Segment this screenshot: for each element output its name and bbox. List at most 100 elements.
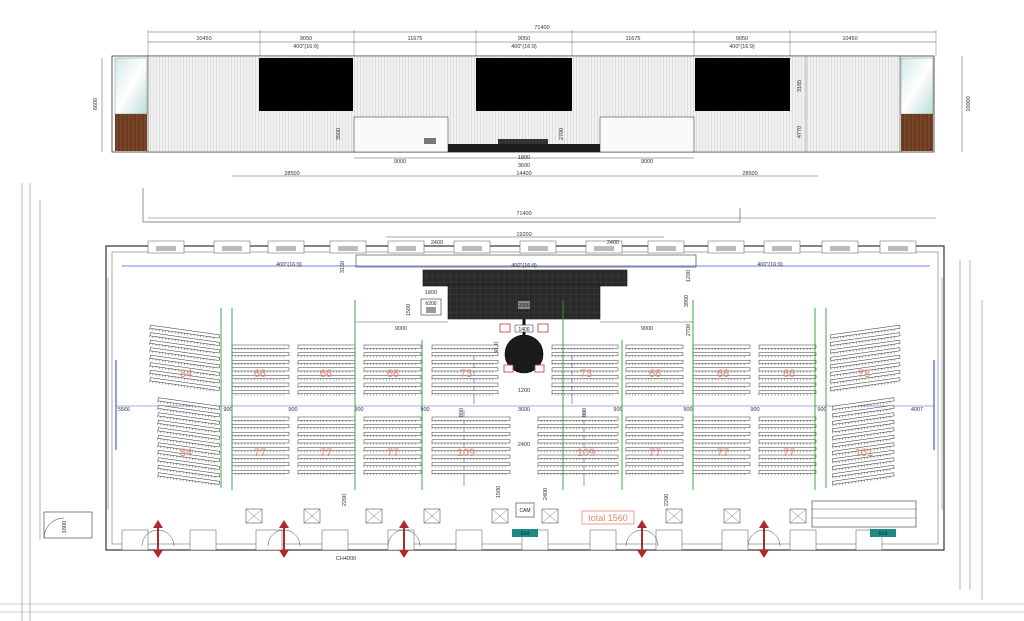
seat-row	[149, 339, 220, 354]
exit-arrow-head	[399, 550, 409, 558]
door-swing	[763, 529, 781, 547]
seat-row	[363, 416, 422, 421]
seat-row	[758, 469, 817, 474]
seat-row	[363, 431, 422, 436]
seat-row	[758, 424, 817, 429]
plan-stage-depth: 3900	[684, 295, 690, 307]
elevation-segment-label: 10450	[196, 36, 211, 42]
seat-row	[625, 352, 684, 357]
seat-row	[431, 462, 511, 467]
seat-row	[832, 419, 895, 433]
seat-row	[157, 397, 220, 410]
seat-row	[692, 424, 751, 429]
angled-row-left	[157, 464, 220, 479]
seat-row	[832, 464, 895, 478]
exit-sign-label: Exit	[521, 531, 530, 537]
seat-row	[758, 352, 817, 357]
rear-dimension-camera: 2400	[543, 488, 549, 500]
rack-cross	[245, 508, 263, 524]
seat-row	[297, 359, 356, 364]
angled-row-right	[832, 449, 895, 464]
wall-alcove	[655, 529, 683, 551]
rear-dimension-center: 1500	[496, 486, 502, 498]
elevation-segment-ticks	[147, 30, 937, 56]
seat-row	[157, 412, 220, 425]
wall-alcove	[189, 529, 217, 551]
seat-row	[692, 416, 751, 421]
angled-row-right	[830, 339, 901, 355]
seat-row	[537, 469, 619, 474]
seat-row	[625, 382, 684, 387]
wall-fixture	[594, 246, 614, 251]
seat-row	[758, 454, 817, 459]
seat-row	[758, 367, 817, 372]
seat-row	[363, 390, 422, 395]
seat-row	[297, 390, 356, 395]
seat-row	[431, 375, 499, 379]
seating-blocks	[231, 344, 817, 476]
seat-row	[625, 375, 684, 379]
seat-row	[832, 434, 895, 448]
exit-sign-label: Exit	[879, 531, 888, 537]
elevation-segment-label: 9050	[300, 36, 312, 42]
wall-fixture	[772, 246, 792, 251]
elevation-screen-left	[259, 58, 353, 111]
seat-row	[692, 462, 751, 467]
rack-cross	[541, 508, 559, 524]
wall-alcove	[455, 529, 483, 551]
seat-row	[551, 382, 619, 387]
elevation-mid-height: 3500	[336, 128, 342, 140]
seat-row	[363, 447, 422, 451]
exit-sign	[512, 529, 538, 537]
wall-fixture	[156, 246, 176, 251]
seat-count: 66	[254, 368, 266, 380]
seat-row	[431, 344, 499, 349]
cross-aisle-label: 3600	[518, 407, 530, 413]
angled-row-left	[149, 347, 220, 362]
seat-count: 77	[254, 447, 266, 459]
rack-cross	[789, 508, 807, 524]
seat-row	[625, 424, 684, 429]
plan-stage-left-dim: 2400	[431, 240, 443, 246]
exit-arrow-head	[637, 550, 647, 558]
seat-row	[363, 462, 422, 467]
seat-row	[758, 344, 817, 349]
wall-fixture	[656, 246, 676, 251]
seat-row	[551, 359, 619, 364]
elevation-screen-label: 400"(16:9)	[293, 44, 319, 50]
door-swing	[641, 529, 659, 547]
elevation-mid-height: 2700	[559, 128, 565, 140]
seat-row	[363, 439, 422, 444]
angled-row-left	[149, 362, 220, 377]
plan-stage-width: 19200	[516, 232, 531, 238]
wall-fixture	[528, 246, 548, 251]
block-depth-left: 1800	[459, 408, 465, 420]
pod-label: h200	[425, 301, 436, 307]
wall-alcove	[321, 529, 349, 551]
seat-count: 77	[783, 447, 795, 459]
plan-view: 71400 19200 2400 2400 400"(16:9) 400"(16…	[0, 183, 1024, 621]
elevation-screen-label: 400"(16:9)	[729, 44, 755, 50]
seat-row	[692, 359, 751, 364]
seat-row	[692, 352, 751, 357]
seat-row	[625, 390, 684, 395]
rack-cross	[665, 508, 683, 524]
seat-row	[758, 382, 817, 387]
seat-row	[692, 344, 751, 349]
angled-row-right	[832, 472, 895, 487]
angled-row-right	[830, 377, 901, 393]
column-label: CH4000	[336, 556, 356, 562]
elevation-stage-mid: 3600	[518, 163, 530, 169]
camera-label: CAM	[519, 508, 530, 514]
exit-arrow-head	[153, 520, 163, 528]
seat-count: 66	[717, 368, 729, 380]
seat-row	[537, 424, 619, 429]
seat-row	[231, 424, 290, 429]
door-swing	[387, 529, 405, 547]
angled-row-right	[830, 347, 901, 363]
wall-fixture	[222, 246, 242, 251]
plan-lower-right: 2700	[686, 324, 692, 336]
angled-row-right	[832, 464, 895, 479]
seat-row	[363, 352, 422, 357]
seat-row	[625, 469, 684, 474]
